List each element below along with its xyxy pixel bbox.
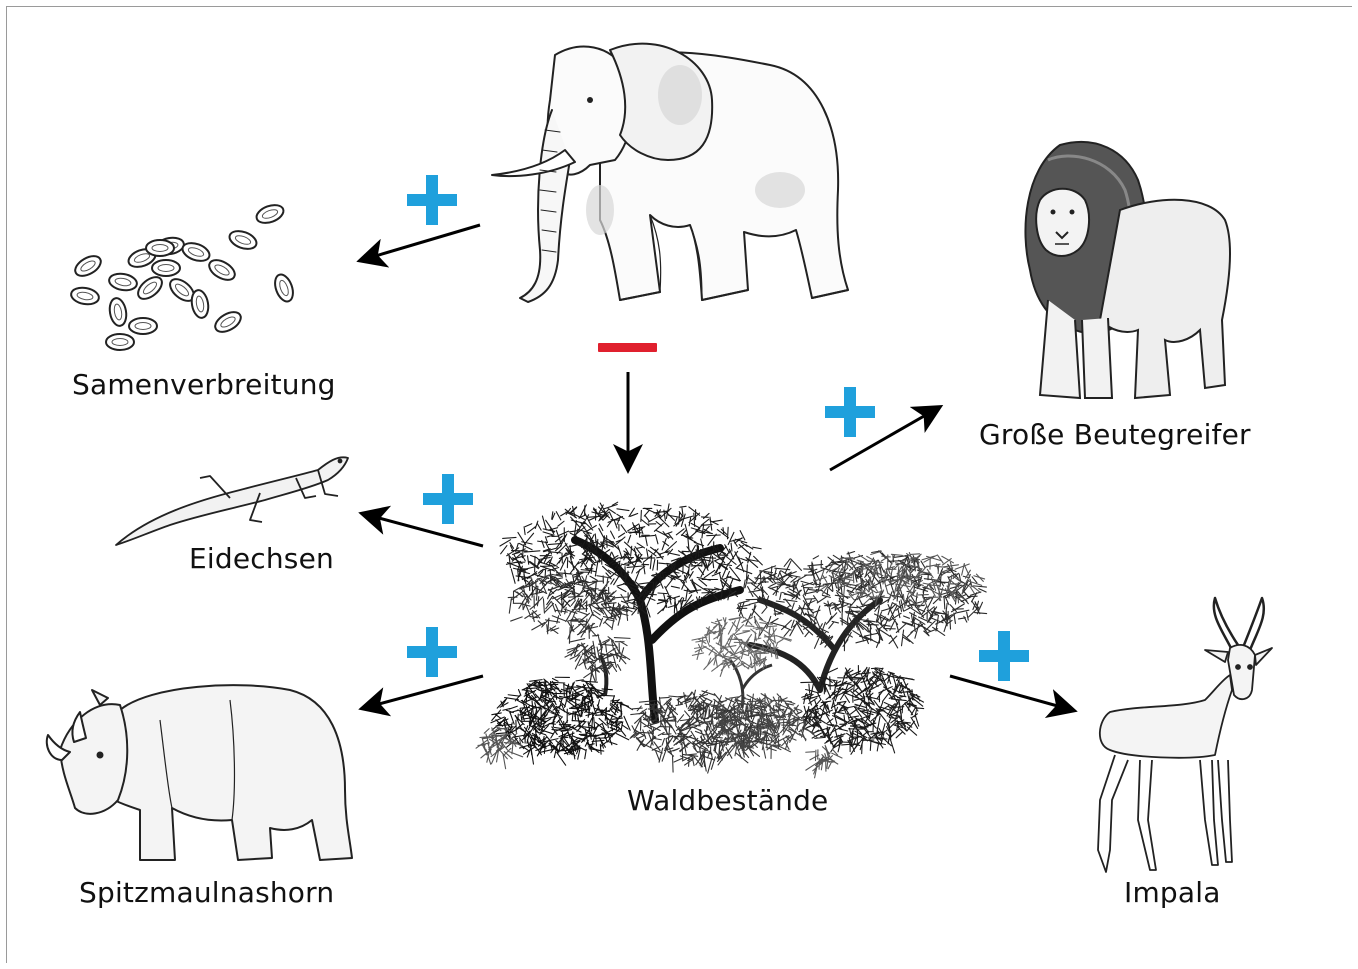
seed-10 — [134, 273, 166, 303]
lizard-illustration — [116, 457, 348, 545]
arrow-forest-to-impala — [950, 676, 1072, 710]
forest-illustration — [476, 502, 987, 778]
seed-4 — [72, 252, 104, 280]
seed-1 — [254, 202, 286, 227]
seed-3 — [272, 272, 297, 304]
lion-illustration — [1025, 142, 1230, 398]
seed-12 — [206, 256, 238, 284]
impala-illustration — [1098, 598, 1272, 872]
seed-18 — [106, 334, 134, 350]
plus-sign-rhino — [407, 627, 457, 677]
label-lizards: Eidechsen — [189, 542, 334, 575]
arrow-forest-to-lizards — [364, 514, 483, 546]
plus-sign-seeds — [407, 175, 457, 225]
arrow-forest-to-rhino — [364, 676, 483, 708]
arrow-elephant-to-seeds — [362, 225, 480, 260]
seed-9 — [108, 272, 138, 293]
seed-13 — [70, 286, 100, 307]
label-large-predators: Große Beutegreifer — [979, 418, 1251, 451]
seed-14 — [108, 297, 129, 327]
plus-sign-lizards — [423, 474, 473, 524]
label-impala: Impala — [1124, 876, 1221, 909]
plus-sign-impala — [979, 631, 1029, 681]
plus-sign-predators — [825, 387, 875, 437]
label-seed-dispersal: Samenverbreitung — [72, 368, 336, 401]
seed-8 — [152, 260, 180, 276]
seed-15 — [190, 289, 211, 319]
seed-16 — [212, 308, 244, 336]
minus-sign-forest — [598, 343, 657, 352]
seed-17 — [129, 318, 157, 334]
label-forest: Waldbestände — [627, 784, 828, 817]
seed-2 — [227, 228, 259, 253]
seed-7 — [180, 240, 212, 265]
seed-19 — [146, 240, 174, 256]
seeds-illustration — [70, 202, 296, 350]
rhinoceros-illustration — [47, 685, 352, 860]
label-rhinoceros: Spitzmaulnashorn — [79, 876, 334, 909]
